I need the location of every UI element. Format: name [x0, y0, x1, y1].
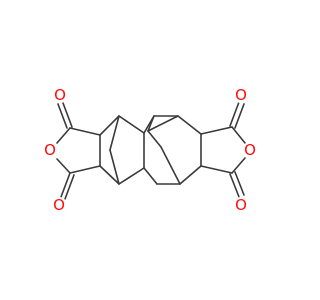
bond-layer [56, 101, 246, 200]
bond [147, 115, 179, 132]
bond [57, 103, 68, 129]
bond [179, 165, 202, 185]
oxygen-atom: O [51, 196, 67, 214]
oxygen-atom: O [233, 86, 249, 104]
bond [56, 158, 71, 174]
bond [62, 102, 73, 128]
bond [118, 115, 145, 134]
bond [234, 103, 245, 129]
bond [231, 157, 246, 174]
bond [56, 127, 71, 144]
atom-label: O [44, 141, 56, 159]
chemical-structure: O O O O O O [42, 86, 258, 214]
bond [118, 167, 145, 185]
oxygen-atom: O [233, 196, 249, 214]
bond [147, 115, 155, 132]
bond [160, 146, 181, 185]
oxygen-atom: O [52, 86, 68, 104]
bond [99, 115, 120, 136]
atom-label: O [235, 196, 247, 214]
atom-background [233, 87, 249, 103]
bond [99, 165, 120, 185]
bond [109, 149, 120, 185]
bond [143, 167, 158, 185]
bond [200, 126, 233, 135]
bond [69, 165, 101, 174]
atom-label: O [53, 196, 65, 214]
atom-background [42, 142, 58, 158]
bond [200, 165, 233, 174]
atom-background [242, 142, 258, 158]
bond [60, 172, 71, 198]
oxygen-atom: O [42, 141, 58, 159]
bond [234, 171, 245, 196]
atom-background [52, 87, 68, 103]
bond [177, 115, 202, 135]
atom-label: O [244, 141, 256, 159]
atom-layer: O O O O O O [42, 86, 258, 214]
bond [229, 101, 240, 127]
atom-background [51, 197, 67, 213]
bond [231, 126, 246, 144]
atom-background [233, 197, 249, 213]
bond [64, 174, 75, 200]
oxygen-atom: O [242, 141, 258, 159]
bond [69, 127, 101, 136]
bond [109, 115, 120, 151]
bond [229, 173, 240, 198]
atom-label: O [235, 86, 247, 104]
bond [147, 130, 162, 148]
atom-label: O [54, 86, 66, 104]
